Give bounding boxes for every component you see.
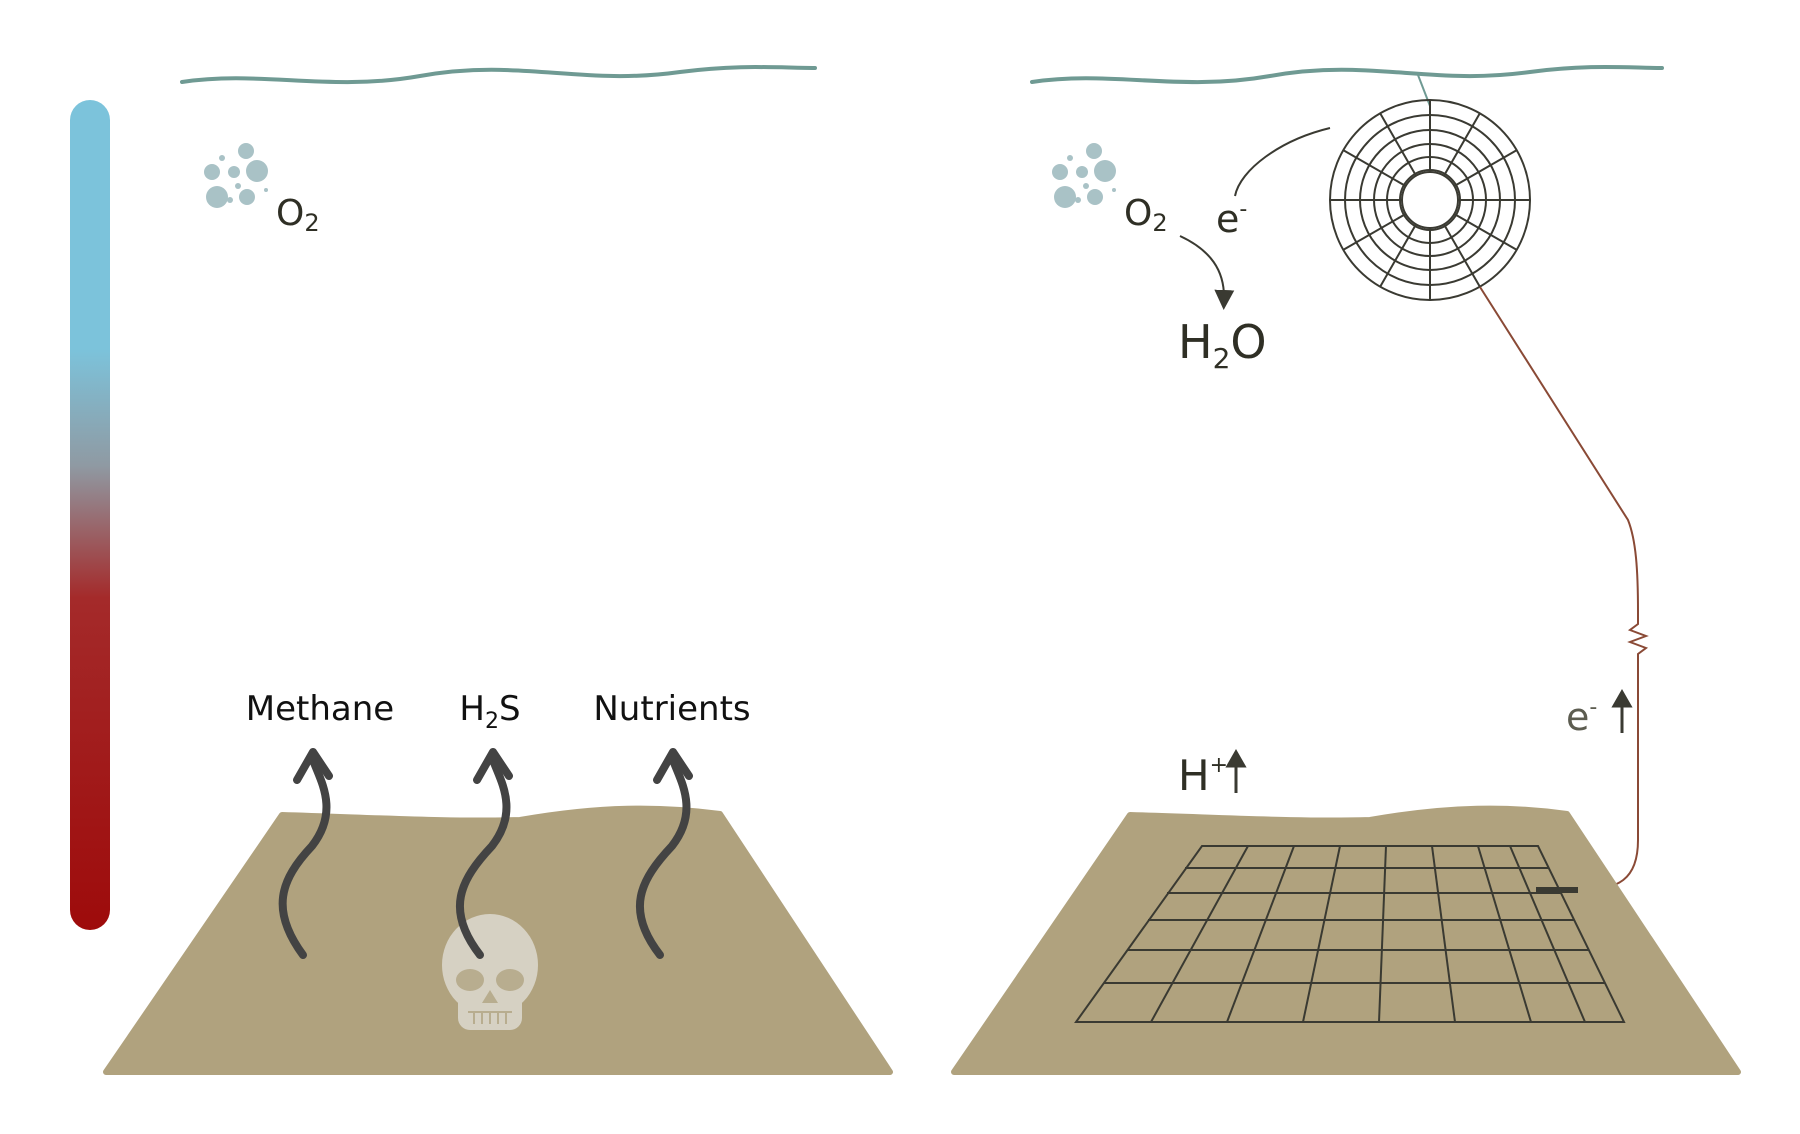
oxygen-gradient-bar (70, 100, 110, 930)
circuit-wire (1479, 286, 1649, 891)
electron-label: e- (1216, 197, 1247, 241)
water-surface-line-right (1030, 65, 1664, 85)
proton-label: H+ (1178, 751, 1228, 800)
left-panel: O2 (70, 65, 893, 1075)
h2s-label: H2S (459, 689, 520, 734)
sediment-layer-right (951, 805, 1741, 1075)
grid-anode-icon (1074, 845, 1626, 1023)
methane-label: Methane (246, 689, 394, 729)
spiral-cathode-icon (1329, 99, 1531, 301)
reduction-arrow (1179, 235, 1235, 310)
wavy-up-arrow-icon (278, 748, 333, 959)
right-panel: O2 e- H2O e- H+ (951, 65, 1741, 1075)
wavy-up-arrow-icon (635, 748, 693, 959)
bubbles-icon (1052, 143, 1116, 208)
proton-up-arrow-icon (1225, 748, 1247, 793)
electron-up-label: e- (1566, 695, 1597, 739)
water-label: H2O (1178, 315, 1267, 375)
electron-up-arrow-icon (1611, 688, 1633, 733)
bubbles-icon (204, 143, 268, 208)
nutrients-label: Nutrients (593, 689, 750, 729)
anode-connector (1536, 887, 1578, 893)
wavy-up-arrow-icon (455, 748, 513, 959)
water-surface-line (180, 65, 817, 85)
oxygen-label-right: O2 (1124, 193, 1168, 237)
oxygen-label-left: O2 (276, 193, 320, 237)
cathode-electron-curve (1234, 127, 1331, 197)
